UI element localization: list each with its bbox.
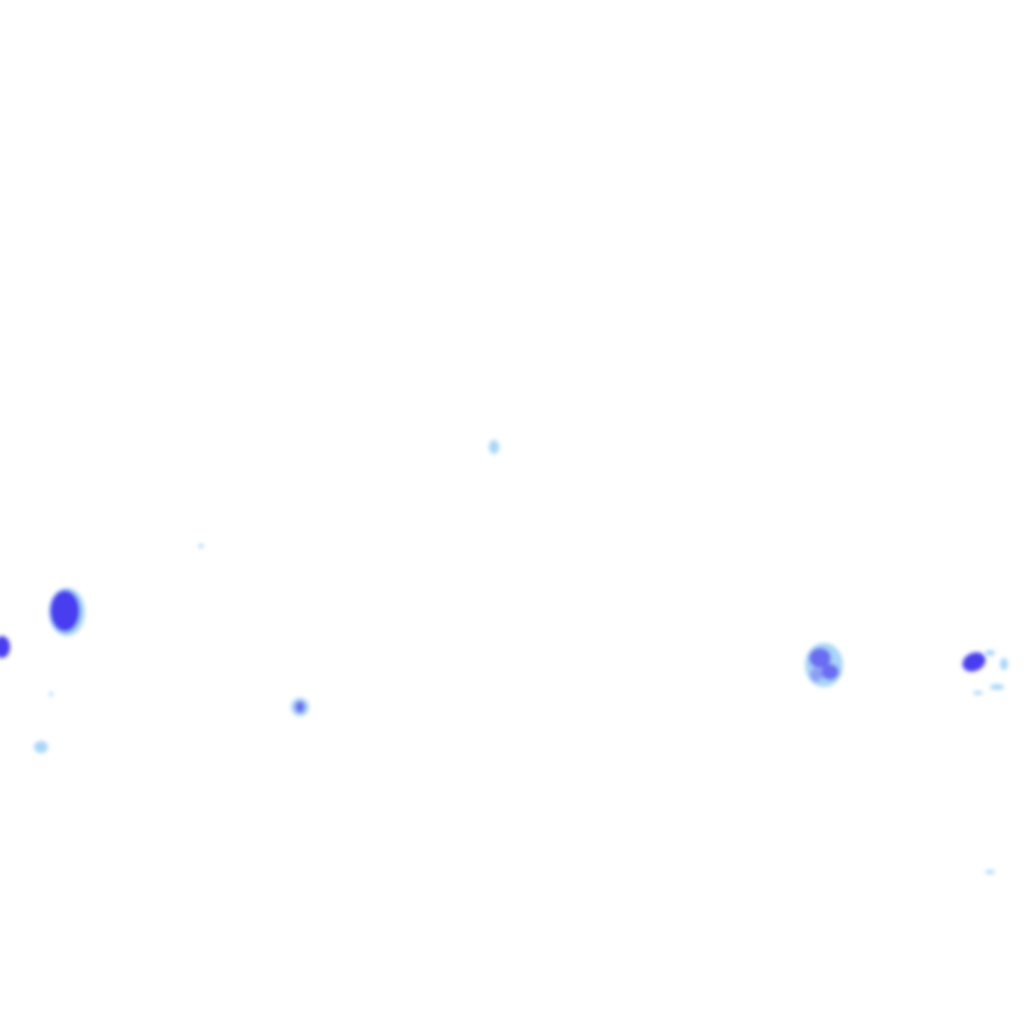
speck — [49, 692, 53, 696]
speck — [985, 870, 995, 874]
speck — [489, 440, 499, 454]
cell-mottled — [805, 643, 843, 687]
cell-small — [291, 698, 309, 716]
speck — [34, 741, 48, 753]
cell-ring — [962, 650, 1008, 695]
speck — [198, 544, 204, 548]
cell-dark-large — [49, 588, 85, 636]
cell-left-edge — [0, 636, 10, 658]
